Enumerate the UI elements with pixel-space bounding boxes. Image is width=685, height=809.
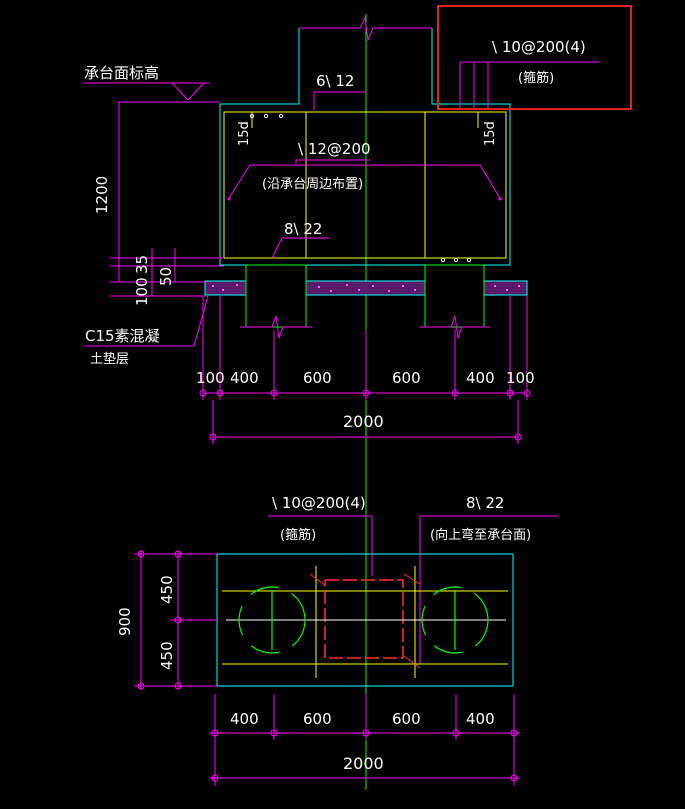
- plan-stirrup-hook: [309, 573, 327, 587]
- bar-dot: [453, 257, 459, 263]
- column-break-mark: [299, 16, 432, 42]
- highlight-box: [437, 5, 632, 110]
- plan-bars-spec: 8\ 22: [466, 494, 504, 512]
- hdim-3: 600: [303, 369, 332, 387]
- plan-bars-leader: [419, 515, 558, 664]
- plan-stirrup-spec: \ 10@200(4): [272, 494, 366, 512]
- plan-vdim-900: 900: [116, 607, 134, 636]
- column-bars-leader: [313, 91, 366, 110]
- plan-pile-left: [238, 586, 306, 654]
- elevation-view: 承台面标高 \ 10@200(4) (箍筋) 6\ 12 15d 15d \ 1…: [83, 5, 632, 790]
- plan-hdim: [210, 694, 520, 786]
- hdim-total: 2000: [343, 412, 384, 431]
- plan-hdim-3: 600: [392, 710, 421, 728]
- bar-dot: [440, 257, 446, 263]
- plan-stirrup-hook: [403, 573, 421, 585]
- bar-dot: [498, 197, 502, 201]
- side-bars-spec: \ 12@200: [298, 140, 371, 158]
- plan-view: \ 10@200(4) (箍筋) 8\ 22 (向上弯至承台面): [116, 494, 558, 786]
- plan-vdim-450-bottom: 450: [158, 641, 176, 670]
- plan-stirrup-hook: [403, 655, 421, 669]
- cap-rebar-cage: [223, 111, 507, 259]
- cap-top-label: 承台面标高: [84, 64, 159, 82]
- plan-column-stirrup: [324, 579, 404, 659]
- hdim-2: 400: [230, 369, 259, 387]
- pile-break-left: [240, 315, 312, 339]
- anchor-right-label: 15d: [483, 121, 498, 146]
- vdim-100: 100: [133, 277, 151, 306]
- level-symbol: [171, 82, 205, 101]
- hdim-6: 100: [506, 369, 535, 387]
- hdim-ticks: [199, 296, 531, 444]
- top-stirrup-note: (箍筋): [518, 70, 554, 86]
- hdim-4: 600: [392, 369, 421, 387]
- bottom-bars-label: 8\ 22: [284, 220, 322, 238]
- top-stirrup-spec: \ 10@200(4): [492, 38, 586, 56]
- plan-vdim-450-top: 450: [158, 575, 176, 604]
- column-bars-label: 6\ 12: [316, 72, 354, 90]
- plan-hdim-2: 600: [303, 710, 332, 728]
- bottom-bars-leader: [271, 237, 330, 259]
- bar-dot: [278, 113, 284, 119]
- vdim-1200: 1200: [93, 176, 111, 214]
- column-outline: [219, 28, 511, 266]
- hdim-1: 100: [196, 369, 225, 387]
- plan-hdim-1: 400: [230, 710, 259, 728]
- cushion-speckle: [212, 284, 520, 292]
- bar-dot: [263, 113, 269, 119]
- hdim-5: 400: [466, 369, 495, 387]
- plan-pile-right: [421, 586, 489, 654]
- side-bars-note: (沿承台周边布置): [262, 177, 363, 192]
- cushion-label-1: C15素混凝: [85, 327, 160, 345]
- bar-dot: [466, 257, 472, 263]
- pile-break-right: [419, 315, 490, 339]
- vdim-35: 35: [133, 255, 151, 274]
- vdim-50: 50: [157, 267, 175, 286]
- plan-hdim-4: 400: [466, 710, 495, 728]
- plan-hdim-total: 2000: [343, 754, 384, 773]
- cushion-label-2: 土垫层: [90, 351, 129, 367]
- side-bar-left-hook: [228, 164, 501, 199]
- side-bars-leader: [295, 159, 370, 164]
- plan-bars-note: (向上弯至承台面): [430, 527, 531, 543]
- plan-stirrup-note: (箍筋): [280, 527, 316, 543]
- anchor-left-label: 15d: [237, 121, 252, 146]
- plan-vdim: [134, 550, 217, 690]
- bar-dot: [227, 197, 231, 201]
